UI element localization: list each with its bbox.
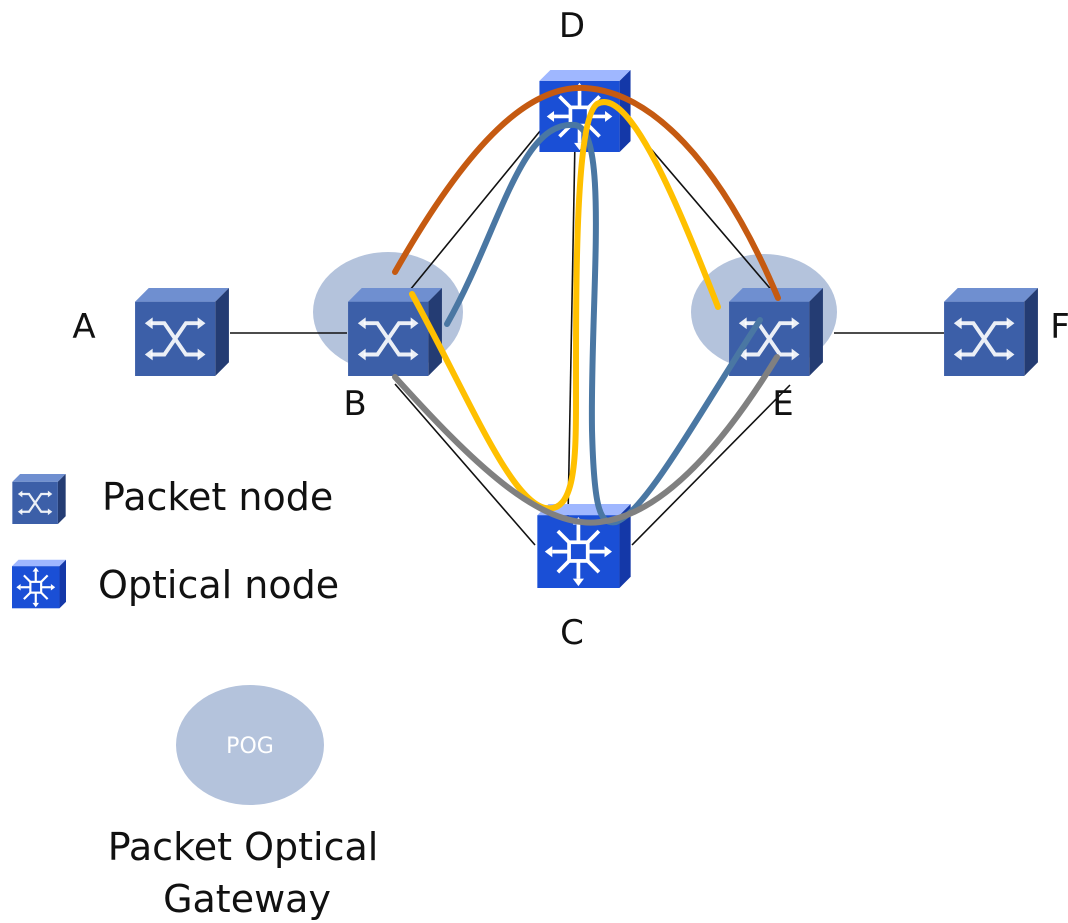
legend-pog-caption-line1: Packet Optical <box>108 825 379 869</box>
link-b-d <box>409 124 546 291</box>
path-gray <box>392 354 780 526</box>
legend-packet-label: Packet node <box>102 475 333 519</box>
node-f-packet-icon <box>943 288 1039 376</box>
node-label-b: B <box>343 384 366 424</box>
link-d-c <box>567 139 576 519</box>
node-b-packet-icon <box>347 288 443 376</box>
node-label-a: A <box>72 307 95 347</box>
legend-optical-icon <box>12 558 66 610</box>
legend-pog-ellipse <box>176 685 324 805</box>
node-label-e: E <box>772 384 793 424</box>
path-blue <box>444 121 763 526</box>
legend-pog-caption-line2: Gateway <box>163 877 331 921</box>
path-orange <box>392 84 781 301</box>
link-c-e <box>631 384 791 546</box>
node-label-c: C <box>560 613 584 653</box>
node-a-packet-icon <box>134 288 230 376</box>
node-label-f: F <box>1050 307 1068 347</box>
legend-optical-label: Optical node <box>98 563 339 607</box>
legend-pog-badge: POG <box>226 734 274 759</box>
legend-packet-icon <box>12 474 66 524</box>
node-label-d: D <box>559 6 585 46</box>
link-b-c <box>394 383 536 546</box>
path-yellow <box>409 99 721 512</box>
